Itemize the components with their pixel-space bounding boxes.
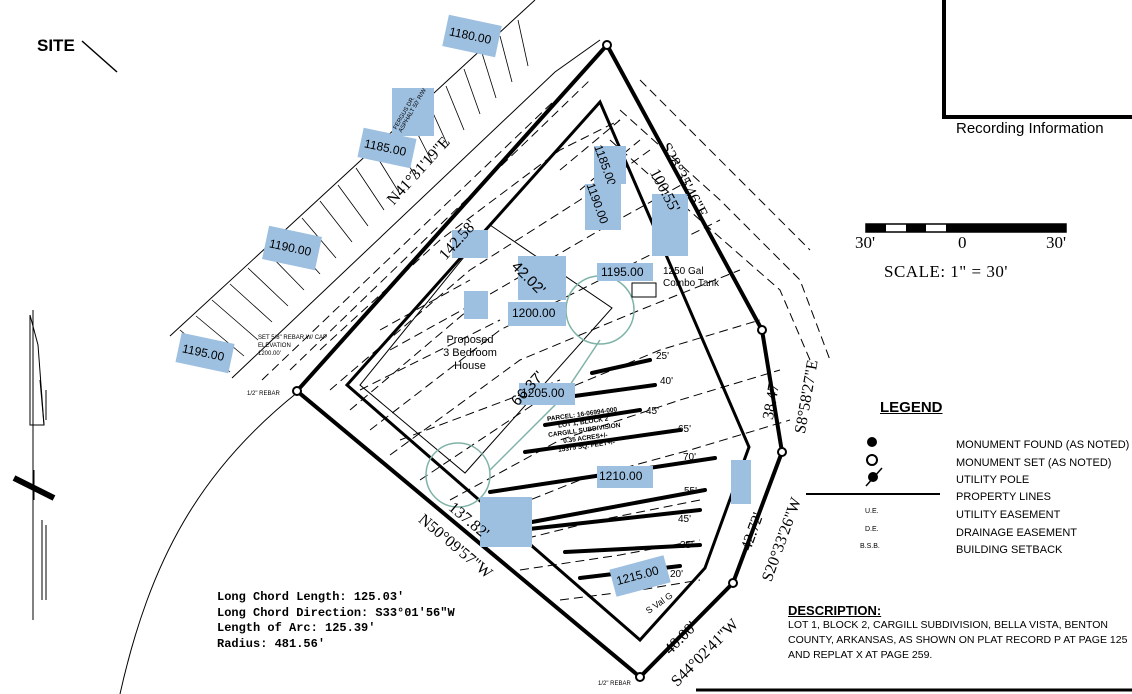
highlight-house-width (518, 256, 566, 300)
legend-symbols (806, 437, 940, 495)
legend-title: LEGEND (880, 399, 943, 416)
north-arrow (12, 310, 56, 620)
road-name-label: FERGUS DR. ASPHALT 50' R/W (392, 88, 434, 136)
setback-length: 45' (646, 406, 660, 417)
legend-item-property-lines: PROPERTY LINES (956, 491, 1051, 503)
contour-label-1185-north: 1185.00 (591, 143, 626, 188)
legend-item-utility-pole: UTILITY POLE (956, 474, 1030, 486)
legend-item-utility-easement: UTILITY EASEMENT (956, 509, 1061, 521)
setback-boundary (344, 99, 751, 643)
curve-radius: Radius: 481.56' (217, 636, 326, 651)
legend-abbr-de: D.E. (865, 526, 879, 533)
highlight-setback-nw (452, 230, 488, 258)
building-setback-lines (488, 358, 717, 580)
highlight-setback-small (464, 291, 488, 319)
contour-label-1205: 1205.00 (519, 383, 575, 405)
monument-set-note: SET 5/8" REBAR W/ CAP ELEVATION 1200.00' (258, 335, 328, 357)
site-arrow (81, 40, 118, 73)
monuments (292, 40, 787, 682)
house-label: Proposed 3 Bedroom House (443, 334, 497, 372)
legend-item-monument-found: MONUMENT FOUND (AS NOTED) (956, 439, 1130, 451)
legend-item-monument-set: MONUMENT SET (AS NOTED) (956, 457, 1112, 469)
scale-label: SCALE: 1" = 30' (884, 262, 1008, 281)
legend-item-drainage-easement: DRAINAGE EASEMENT (956, 527, 1078, 539)
legend-abbr-ue: U.E. (865, 508, 879, 515)
setback-length: 40' (660, 376, 674, 387)
rebar-south-note: 1/2" REBAR (598, 681, 631, 687)
setback-length: 70' (683, 452, 697, 463)
tank-label: 1250 Gal Combo Tank (663, 266, 719, 289)
contour-label-1210: 1210.00 (597, 466, 653, 488)
tank-rect (631, 282, 657, 298)
contour-label-1190-north: 1190.00 (584, 181, 621, 230)
recording-information: Recording Information (956, 120, 1104, 137)
scale-tick-right: 30' (1046, 233, 1067, 252)
utility-pole-icon (865, 467, 883, 487)
highlight-sw (480, 497, 532, 547)
setback-length: 45' (678, 514, 692, 525)
curve-arc-length: Length of Arc: 125.39' (217, 621, 376, 635)
recording-box (942, 0, 1132, 119)
scale-tick-zero: 0 (958, 233, 967, 252)
description-body: LOT 1, BLOCK 2, CARGILL SUBDIVISION, BEL… (788, 619, 1128, 661)
setback-length: 65' (678, 424, 692, 435)
curve-chord-direction: Long Chord Direction: S33°01'56"W (217, 605, 455, 620)
rebar-west-note: 1/2" REBAR (247, 391, 280, 397)
legend-item-building-setback: BUILDING SETBACK (956, 544, 1063, 556)
road-right-of-way (119, 0, 601, 694)
setback-length: 35' (680, 540, 694, 551)
scale-tick-left: 30' (855, 233, 876, 252)
setback-length: 20' (670, 569, 684, 580)
setback-length: 55' (684, 486, 698, 497)
contour-label-1195: 1195.00 (597, 263, 653, 281)
contour-label-1200: 1200.00 (508, 302, 566, 326)
description-title: DESCRIPTION: (788, 603, 882, 618)
setback-length: 25' (656, 351, 670, 362)
highlight-se (731, 460, 751, 504)
page-title: SITE (37, 36, 75, 55)
contour-label-blank-ne (652, 194, 688, 256)
scale-bar (865, 223, 1067, 233)
legend-abbr-bsb: B.S.B. (860, 543, 880, 550)
contour-lines (261, 79, 831, 601)
monument-found-icon (867, 437, 877, 447)
curve-chord-length: Long Chord Length: 125.03' (217, 590, 405, 604)
monument-set-icon (866, 454, 878, 466)
proposed-house-outline (359, 224, 613, 474)
curve-data: Long Chord Length: 125.03' Long Chord Di… (217, 590, 455, 652)
